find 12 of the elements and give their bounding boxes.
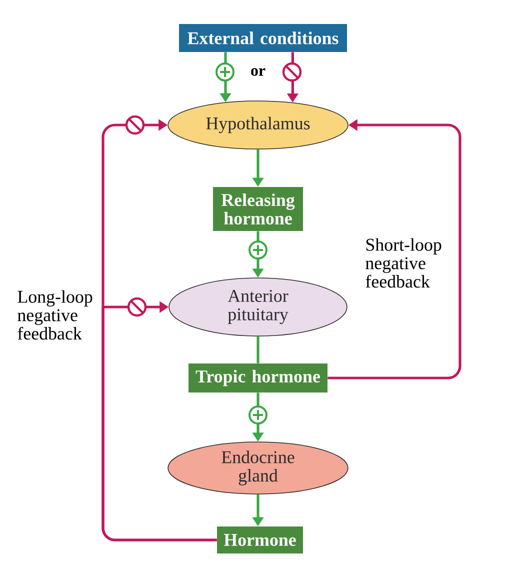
condition-box: External conditions	[179, 24, 347, 52]
ellipse-node: Endocrine gland	[168, 442, 348, 494]
connector-word: or	[251, 68, 266, 76]
connector-line	[256, 336, 260, 364]
feedback-label: Short-loop negative feedback	[366, 238, 442, 288]
ellipse-node: Anterior pituitary	[168, 278, 348, 336]
label-box: Releasing hormone	[213, 187, 303, 231]
feedback-label: Long-loop negative feedback	[18, 290, 92, 340]
label-box: Hormone	[217, 526, 303, 554]
ellipse-node: Hypothalamus	[168, 100, 348, 150]
label-box: Tropic hormone	[188, 364, 328, 392]
arrow	[102, 301, 217, 542]
